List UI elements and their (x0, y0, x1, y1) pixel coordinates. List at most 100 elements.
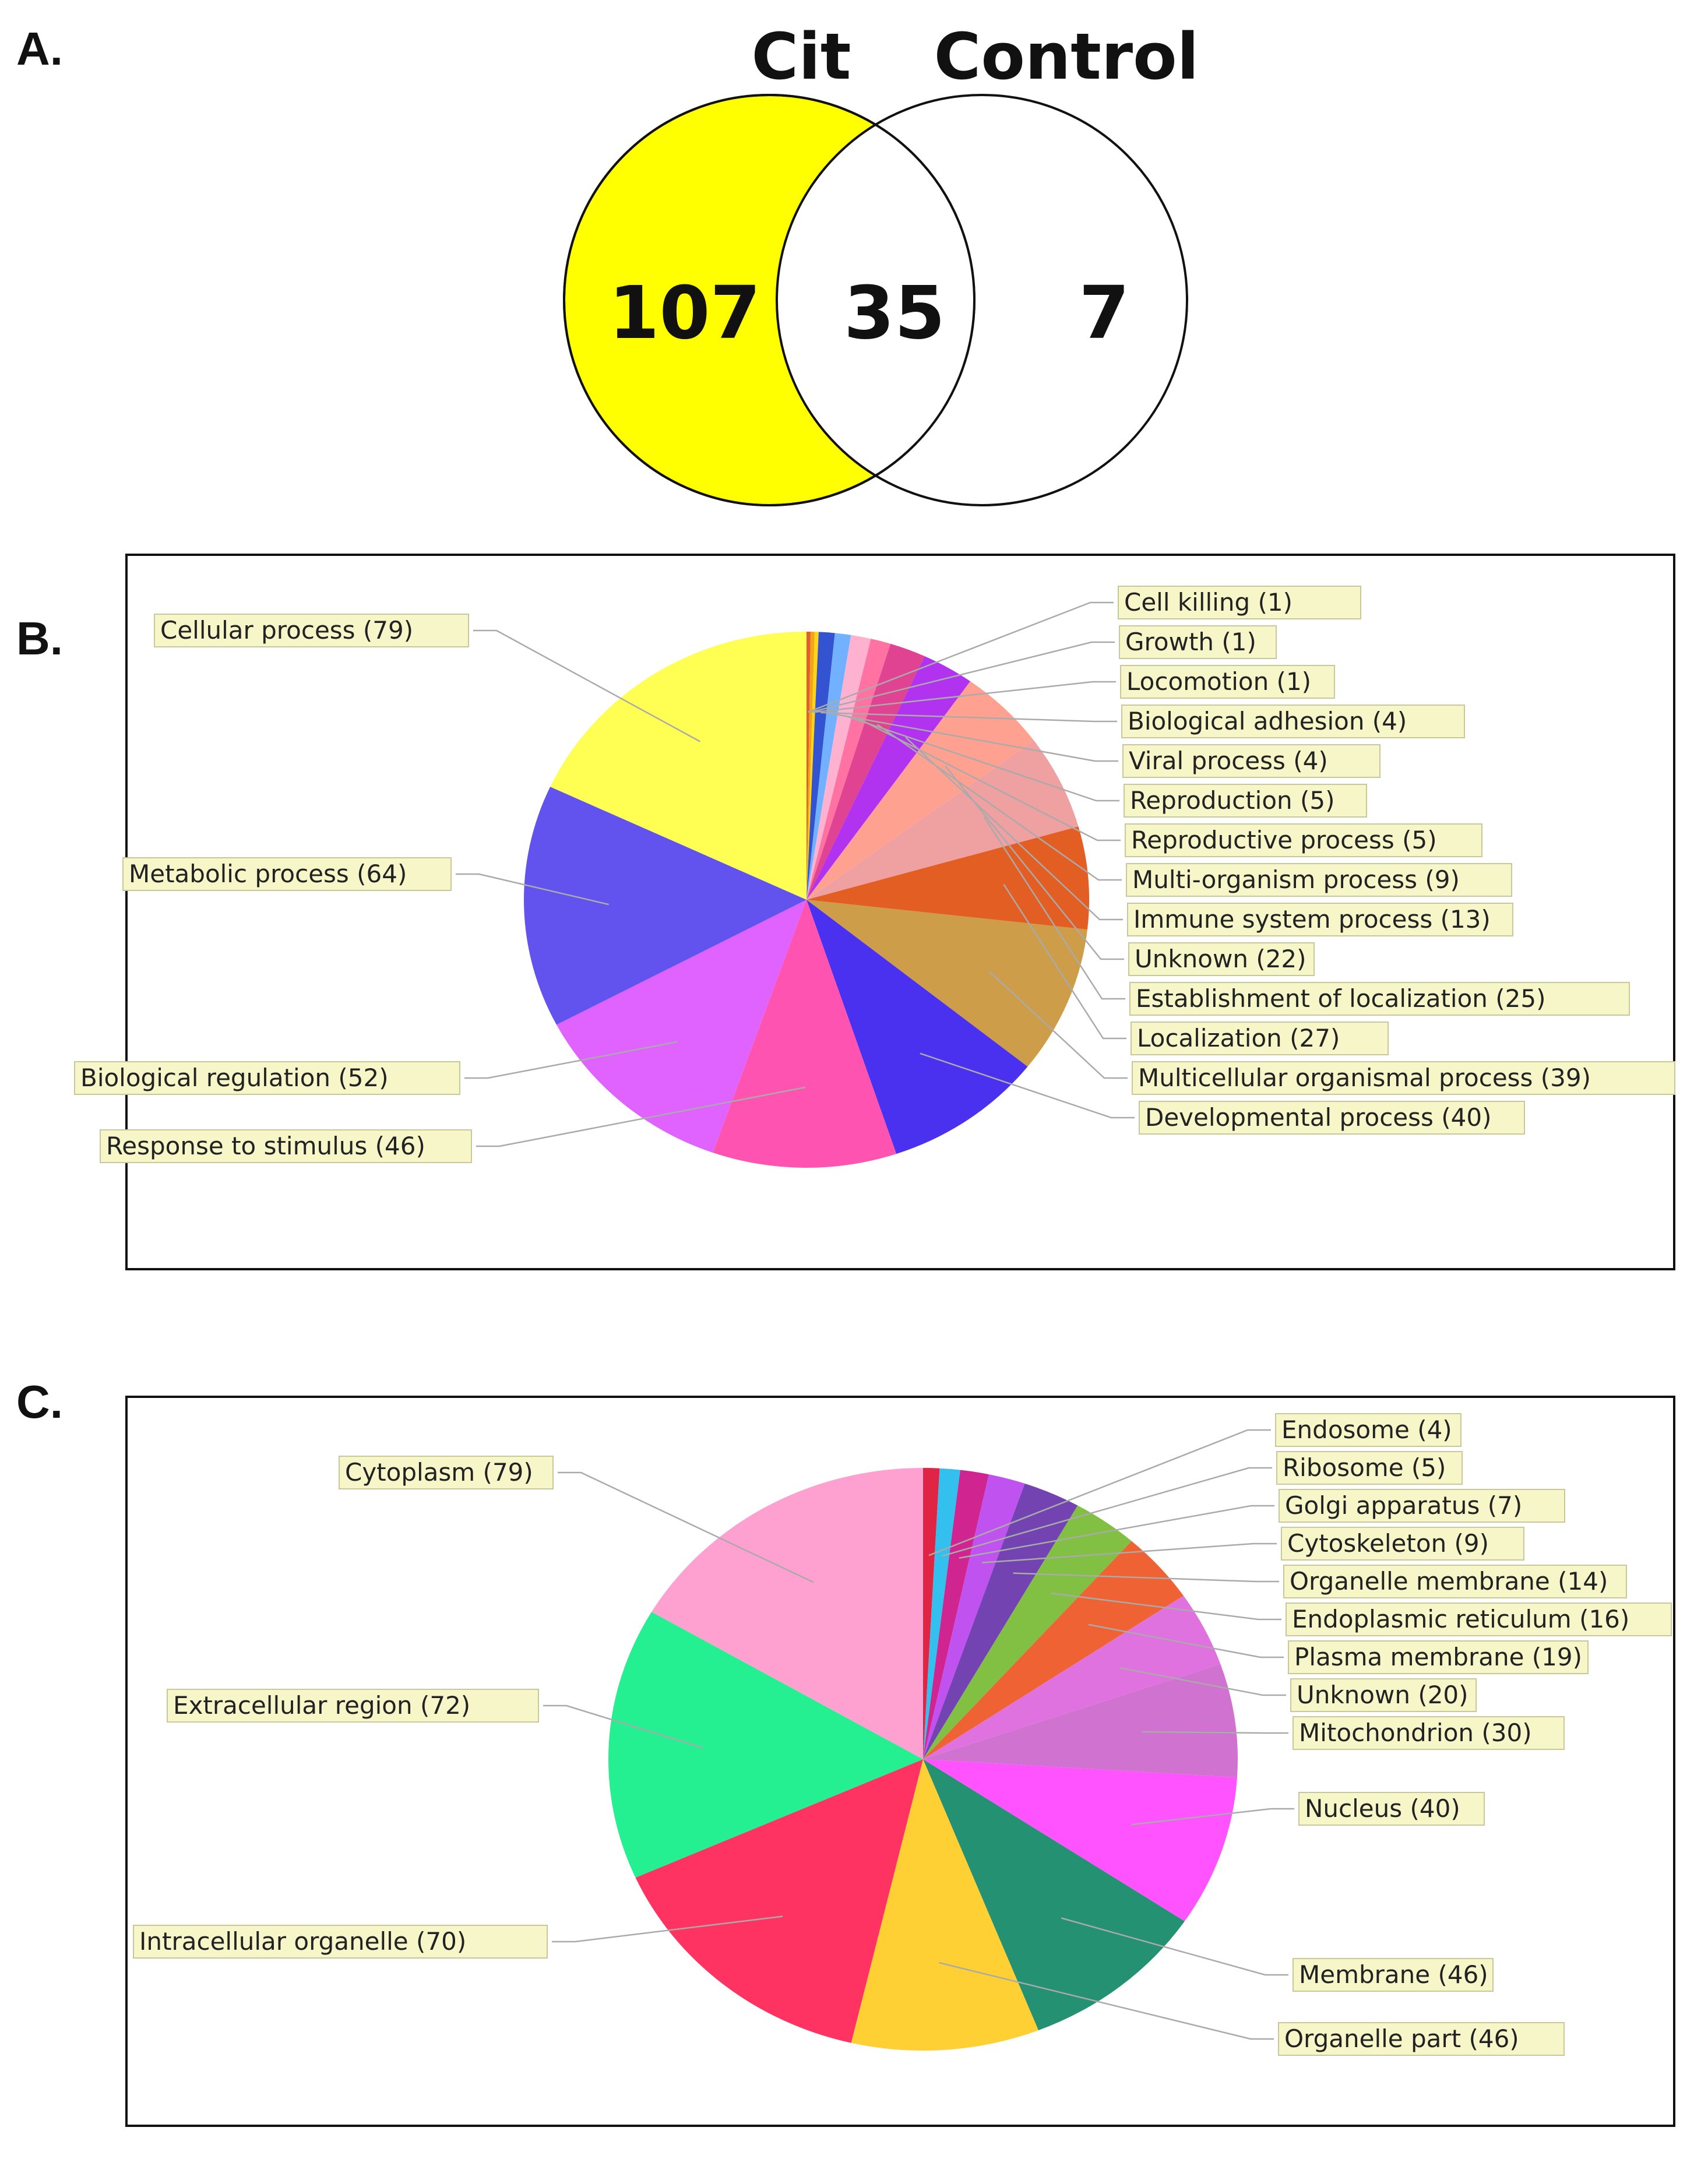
pie-slice (923, 1759, 1237, 1921)
pie-label-text: Endosome (4) (1281, 1415, 1452, 1444)
venn-overlap-count: 35 (844, 271, 945, 355)
pie-leader-line (876, 724, 1122, 881)
pie-leader-line (858, 718, 1121, 841)
pie-slice (807, 900, 1087, 1067)
pie-slice (923, 1468, 960, 1759)
pie-label: Growth (1) (1119, 625, 1277, 659)
pie-label-box (1125, 823, 1482, 857)
pie-label: Multi-organism process (9) (1126, 863, 1512, 897)
pie-leader-line (1051, 1592, 1281, 1621)
pie-label-box (1118, 586, 1361, 619)
pie-label: Cytoskeleton (9) (1281, 1527, 1524, 1561)
pie-leader-line (813, 681, 1116, 713)
pie-label-text: Metabolic process (64) (129, 860, 407, 888)
pie-leader-line (811, 641, 1115, 713)
pie-label-text: Organelle membrane (14) (1290, 1567, 1608, 1596)
pie-label-text: Localization (27) (1137, 1024, 1340, 1052)
pie-label: Biological regulation (52) (74, 1061, 460, 1095)
pie-leader-line (1141, 1731, 1288, 1734)
pie-label: Reproduction (5) (1124, 784, 1367, 818)
pie-leader-line (920, 1052, 1135, 1119)
pie-leader-line (820, 712, 1117, 723)
pie-leader-line (807, 601, 1114, 713)
pie-slice (807, 656, 971, 900)
pie-leader-line (1088, 1623, 1284, 1658)
pie-label: Golgi apparatus (7) (1279, 1489, 1565, 1523)
pie-leader-line (464, 1041, 678, 1079)
pie-label-box (100, 1129, 472, 1163)
pie-label: Endoplasmic reticulum (16) (1286, 1603, 1672, 1636)
venn-diagram: Cit Control 107 35 7 (563, 19, 1199, 506)
pie-label-box (1286, 1603, 1672, 1636)
pie-slice (923, 1483, 1078, 1759)
pie-leader-line (844, 714, 1119, 802)
pie-slice (807, 643, 925, 900)
pie-label-text: Membrane (46) (1299, 1960, 1488, 1989)
pie-slice (923, 1474, 1025, 1759)
pie-label-box (1120, 665, 1335, 699)
pie-slice (635, 1759, 923, 2043)
pie-label-text: Developmental process (40) (1145, 1103, 1491, 1132)
pie-slice (807, 632, 815, 900)
pie-leader-line (988, 971, 1128, 1079)
pie-label: Localization (27) (1131, 1022, 1389, 1055)
pie-label-box (1132, 1061, 1675, 1095)
pie-label-text: Growth (1) (1125, 628, 1256, 656)
pie-label-box (1278, 2022, 1565, 2056)
pie-label-text: Cytoskeleton (9) (1287, 1529, 1489, 1558)
panel-b-letter: B. (16, 612, 63, 664)
pie-label: Ribosome (5) (1276, 1451, 1463, 1485)
pie-label-text: Immune system process (13) (1133, 905, 1491, 934)
venn-right-only-count: 7 (1079, 271, 1130, 355)
pie-label: Immune system process (13) (1127, 903, 1513, 936)
pie-label: Response to stimulus (46) (100, 1129, 472, 1163)
pie-label-box (1275, 1413, 1462, 1447)
pie-label-box (1122, 744, 1381, 778)
pie-label-text: Establishment of localization (25) (1136, 984, 1545, 1013)
venn-right-label: Control (934, 19, 1199, 94)
pie-label-box (1129, 982, 1630, 1016)
pie-label-text: Multi-organism process (9) (1132, 865, 1460, 894)
pie-slice (713, 900, 897, 1168)
pie-label-text: Golgi apparatus (7) (1285, 1491, 1522, 1520)
pie-label-text: Cell killing (1) (1124, 588, 1293, 617)
pie-label-box (1126, 863, 1512, 897)
pie-leader-line (1131, 1808, 1294, 1826)
pie-label-box (74, 1061, 460, 1095)
pie-label-box (1119, 625, 1277, 659)
pie-label: Extracellular region (72) (167, 1689, 539, 1723)
pie-label: Multicellular organismal process (39) (1132, 1061, 1675, 1095)
pie-label-text: Nucleus (40) (1305, 1794, 1460, 1823)
pie-leader-line (832, 713, 1118, 762)
pie-label-text: Extracellular region (72) (173, 1691, 470, 1720)
pie-slice (923, 1541, 1184, 1759)
pie-label-box (1127, 903, 1513, 936)
pie-slice (807, 632, 819, 900)
pie-label: Cellular process (79) (154, 614, 469, 647)
pie-label: Developmental process (40) (1139, 1101, 1525, 1135)
pie-label-box (122, 857, 452, 891)
venn-overlap-region (777, 95, 974, 505)
pie-slice (807, 826, 1089, 930)
pie-slice (807, 900, 1028, 1154)
pie-label-text: Biological adhesion (4) (1128, 707, 1407, 735)
pie-label-text: Multicellular organismal process (39) (1138, 1063, 1591, 1092)
pie-slice (608, 1612, 923, 1878)
pie-label: Intracellular organelle (70) (133, 1925, 548, 1959)
pie-label: Organelle part (46) (1278, 2022, 1565, 2056)
pie-slice (851, 1759, 1038, 2051)
pie-label-text: Reproductive process (5) (1131, 826, 1437, 854)
pie-label-text: Plasma membrane (19) (1294, 1643, 1582, 1671)
pie-leader-line (476, 1086, 805, 1147)
pie-label-box (167, 1689, 539, 1723)
pie-leader-line (552, 1915, 783, 1943)
pie-label-box (1293, 1958, 1494, 1992)
pie-label-text: Intracellular organelle (70) (139, 1927, 466, 1956)
pie-leader-line (1119, 1667, 1286, 1696)
pie-label-box (1288, 1640, 1589, 1674)
panel-a-letter: A. (16, 23, 63, 75)
pie-b-frame: Cell killing (1)Growth (1)Locomotion (1)… (74, 554, 1675, 1270)
venn-right-circle (776, 94, 1188, 506)
venn-left-label: Cit (751, 19, 851, 94)
pie-label: Viral process (4) (1122, 744, 1381, 778)
